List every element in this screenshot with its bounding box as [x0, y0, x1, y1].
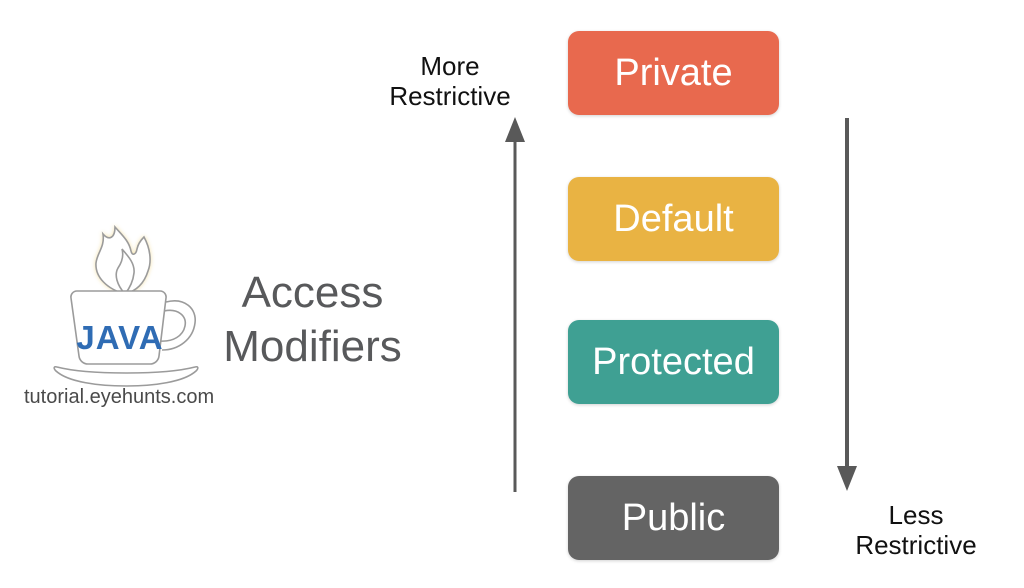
modifier-box-protected: Protected	[568, 320, 779, 404]
java-brand-text: JAVA	[76, 319, 163, 356]
modifier-box-private: Private	[568, 31, 779, 115]
modifier-label-public: Public	[621, 496, 726, 539]
more-restrictive-label: More Restrictive	[365, 51, 535, 111]
saucer	[53, 365, 199, 387]
modifier-label-private: Private	[614, 51, 733, 94]
modifier-box-default: Default	[568, 177, 779, 261]
modifier-label-default: Default	[613, 197, 734, 240]
arrow-up-icon	[505, 117, 525, 492]
page-title: Access Modifiers	[195, 266, 430, 374]
modifier-box-public: Public	[568, 476, 779, 560]
cup-body	[70, 290, 167, 365]
less-restrictive-label: Less Restrictive	[831, 500, 1001, 560]
less-label-line1: Less	[888, 500, 944, 530]
more-label-line2: Restrictive	[389, 81, 511, 111]
flame-icon	[95, 224, 151, 296]
less-label-line2: Restrictive	[855, 530, 977, 560]
arrow-down-icon	[837, 118, 857, 491]
more-label-line1: More	[420, 51, 480, 81]
modifier-label-protected: Protected	[592, 340, 755, 383]
page-title-line1: Access	[241, 268, 384, 317]
java-cup-logo: JAVA	[53, 224, 199, 387]
cup-handle	[159, 300, 196, 351]
page-title-line2: Modifiers	[223, 322, 402, 371]
site-url: tutorial.eyehunts.com	[24, 386, 215, 408]
